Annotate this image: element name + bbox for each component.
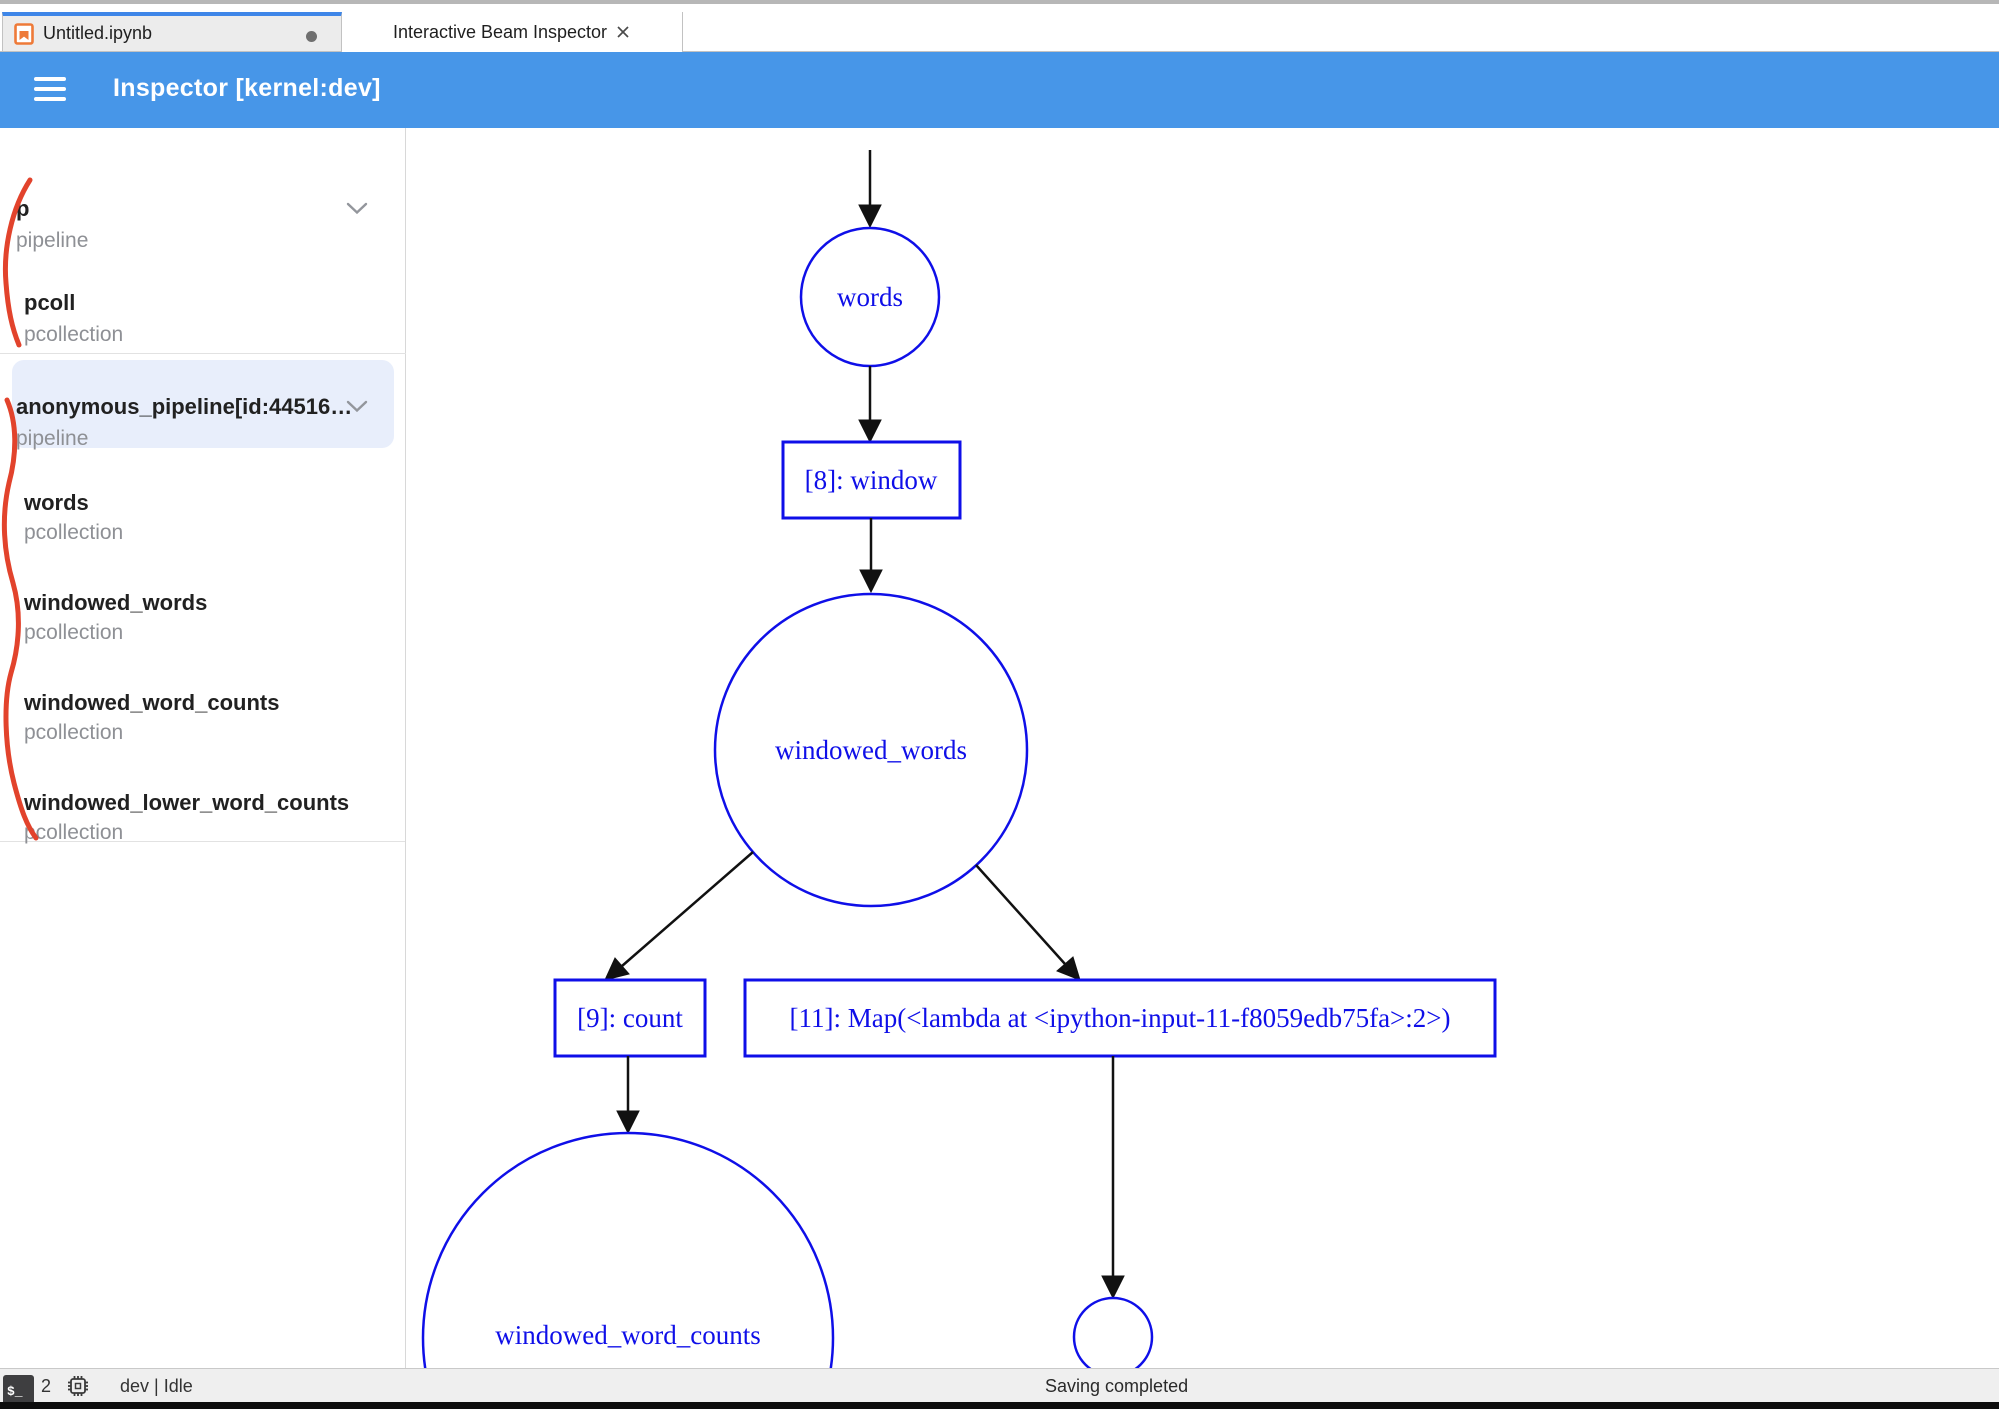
pipeline-list: p pipeline pcoll pcollection anonymous_p… [0,128,406,844]
arrowhead [1101,1275,1125,1300]
notebook-icon [14,22,34,45]
pipeline-item-p[interactable]: p [16,196,30,221]
unsaved-changes-indicator [306,31,317,42]
item-type-label: pcollection [24,621,124,644]
item-type-label: pcollection [24,521,124,544]
window-bottom-edge [0,1402,1999,1409]
graph-node-window-label: [8]: window [805,465,938,495]
arrowhead [1056,956,1081,981]
tab-untitled-notebook[interactable]: Untitled.ipynb [2,12,342,52]
terminal-count: 2 [41,1376,52,1396]
graph-node-windowed-word-counts-label: windowed_word_counts [495,1320,760,1350]
inspector-title: Inspector [kernel:dev] [113,74,381,102]
edge-windowedwords-map [975,864,1066,965]
sidebar-divider [0,353,406,354]
edge-windowedwords-count [621,851,754,967]
item-type-label: pipeline [16,427,89,450]
close-icon[interactable] [615,24,631,40]
graph-node-windowed-words-label: windowed_words [775,735,967,765]
window-top-edge [0,0,1999,12]
pipeline-graph-canvas: words [8]: window windowed_words [9]: co… [421,150,1497,1368]
tab-label: Untitled.ipynb [43,23,153,43]
pcollection-item-words[interactable]: words [24,490,89,515]
graph-node-windowed-words[interactable] [713,592,1029,908]
pipeline-sidebar: p pipeline pcoll pcollection anonymous_p… [0,128,406,1368]
graph-node-count[interactable] [553,978,707,1058]
chevron-down-icon[interactable] [346,400,368,413]
arrowhead [858,419,882,444]
item-type-label: pipeline [16,229,89,252]
pcollection-item-windowed-lower-word-counts[interactable]: windowed_lower_word_counts [24,790,350,815]
graph-node-map[interactable] [743,978,1497,1058]
graph-node-count-label: [9]: count [577,1003,683,1033]
graph-node-window[interactable] [781,440,962,520]
chevron-down-icon[interactable] [346,202,368,215]
graph-node-windowed-word-counts[interactable] [421,1131,835,1368]
arrowhead [616,1110,640,1135]
graph-node-words-label: words [837,282,903,312]
pcollection-item-pcoll[interactable]: pcoll [24,290,76,315]
item-type-label: pcollection [24,721,124,744]
arrowhead [859,569,883,594]
status-bar: $_ 2 dev | Idle Saving completed [0,1368,1999,1409]
graph-node-unlabeled-pcollection[interactable] [1072,1296,1154,1368]
arrowhead [858,204,882,229]
hamburger-menu-icon[interactable] [34,77,66,103]
pipeline-item-anonymous-selected[interactable] [12,360,394,448]
kernel-chip-icon[interactable] [66,1374,90,1398]
tab-interactive-beam-inspector[interactable]: Interactive Beam Inspector [342,12,683,52]
graph-node-map-label: [11]: Map(<lambda at <ipython-input-11-f… [790,1003,1451,1033]
inspector-app-bar: Inspector [kernel:dev] [0,52,1999,128]
pcollection-item-windowed-word-counts[interactable]: windowed_word_counts [24,690,280,715]
item-type-label: pcollection [24,323,124,346]
kernel-status[interactable]: dev | Idle [120,1376,193,1396]
save-status-message: Saving completed [1045,1376,1189,1396]
tab-label: Interactive Beam Inspector [392,21,608,42]
item-type-label: pcollection [24,821,124,844]
pipeline-item-anonymous-label[interactable]: anonymous_pipeline[id:44516… [16,394,353,419]
arrowhead [604,957,630,981]
dock-tab-bar: Untitled.ipynb Interactive Beam Inspecto… [0,12,1999,52]
pcollection-item-windowed-words[interactable]: windowed_words [24,590,208,615]
